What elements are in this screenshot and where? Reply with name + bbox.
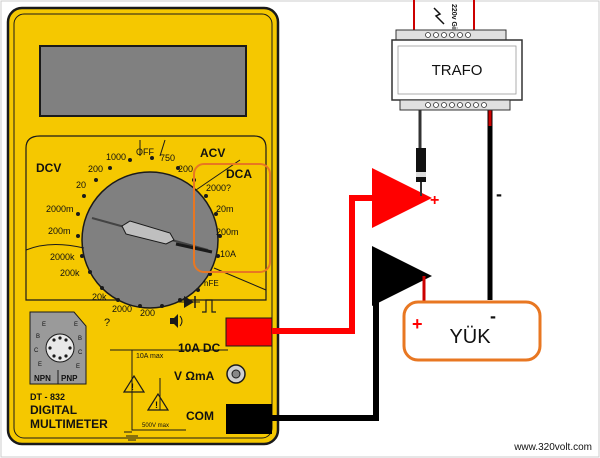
dial-ohm-2000: 2000 (112, 304, 132, 314)
lightning-icon (433, 7, 445, 25)
selector-panel (25, 135, 267, 301)
trafo-minus-sign: - (496, 184, 502, 204)
jack-500v-max: 500V max (142, 423, 169, 429)
multimeter-inner-border (13, 13, 273, 439)
question-mark: ? (104, 317, 110, 329)
pin-e4: E (76, 364, 80, 370)
model-label: DT - 832 (30, 392, 65, 402)
pin-c1: C (34, 348, 39, 354)
jack-com-label: COM (186, 409, 214, 423)
pin-c2: C (78, 350, 83, 356)
red-wire (272, 168, 432, 334)
dial-dca-200m: 200m (216, 227, 239, 237)
black-probe-plug[interactable] (226, 404, 272, 434)
lcd-display (39, 45, 247, 117)
jack-panel-lines (110, 349, 228, 441)
dial-dcv-200: 200 (88, 164, 103, 174)
dial-acv-750: 750 (160, 153, 175, 163)
trafo-bottom-terminals (425, 102, 487, 108)
diode-icon (178, 296, 200, 308)
speaker-icon (170, 314, 183, 328)
pin-e3: E (74, 322, 78, 328)
dcv-label: DCV (36, 161, 61, 175)
jack-10a-max: 10A max (136, 353, 164, 360)
load: YÜK + - (402, 300, 542, 362)
jack-vma-hole (231, 369, 241, 379)
dial-ohm-20k: 20k (92, 292, 107, 302)
pin-b1: B (36, 334, 40, 340)
jack-vma-label: V ΩmA (174, 369, 215, 383)
diode-body (416, 148, 426, 182)
load-plus: + (412, 314, 423, 334)
hfe-socket: E B C E E B C E NPN PNP (29, 311, 87, 385)
dial-dca-20m: 20m (216, 204, 234, 214)
acv-label: ACV (200, 146, 225, 160)
dial-ohm-200k: 200k (60, 268, 80, 278)
red-wire-plus: + (430, 192, 439, 209)
load-box (402, 300, 542, 362)
square-wave-icon (202, 299, 216, 313)
off-label: OFF (136, 147, 154, 157)
name-line2: MULTIMETER (30, 417, 108, 431)
dial-dcv-2000m: 2000m (46, 204, 74, 214)
npn-label: NPN (34, 374, 51, 383)
name-line1: DIGITAL (30, 403, 77, 417)
svg-text:!: ! (131, 382, 134, 392)
trafo-label: TRAFO (432, 62, 483, 79)
multimeter: DCV ACV DCA OFF 1000 200 20 2000m 200m 2… (6, 6, 280, 446)
warning-icon-2: ! (146, 392, 170, 411)
dial-dcv-200m: 200m (48, 226, 71, 236)
trafo-top-terminals (425, 32, 471, 38)
dial-dca-10a: 10A (220, 249, 236, 259)
trafo-core (397, 45, 517, 95)
watermark: www.320volt.com (513, 442, 592, 453)
dial-dcv-1000: 1000 (106, 152, 126, 162)
dca-label: DCA (226, 167, 252, 181)
dca-range-highlight (193, 163, 271, 273)
jack-10a-label: 10A DC (178, 341, 221, 355)
trafo-bottom-bracket (399, 99, 511, 111)
transformer: 220v Giriş TRAFO (391, 0, 523, 111)
dial-hfe: hFE (204, 279, 219, 288)
load-label: YÜK (449, 326, 491, 348)
dial-ohm-200: 200 (140, 308, 155, 318)
svg-text:!: ! (155, 400, 158, 410)
red-probe-plug[interactable] (225, 317, 273, 347)
dial-dcv-20: 20 (76, 180, 86, 190)
pin-b2: B (78, 336, 82, 342)
trafo-body (391, 39, 523, 101)
pnp-label: PNP (61, 374, 78, 383)
dial-knob (121, 220, 175, 245)
pin-e1: E (42, 322, 46, 328)
warning-icon-1: ! (122, 374, 146, 393)
dial-ohm-2000k: 2000k (50, 252, 75, 262)
load-minus: - (490, 306, 496, 326)
diode-band (416, 172, 426, 177)
black-wire (272, 246, 432, 421)
trafo-input-label: 220v Giriş (450, 4, 457, 38)
pin-e2: E (38, 362, 42, 368)
dial-acv-200: 200 (178, 164, 193, 174)
dial-dca-2000: 2000? (206, 183, 231, 193)
